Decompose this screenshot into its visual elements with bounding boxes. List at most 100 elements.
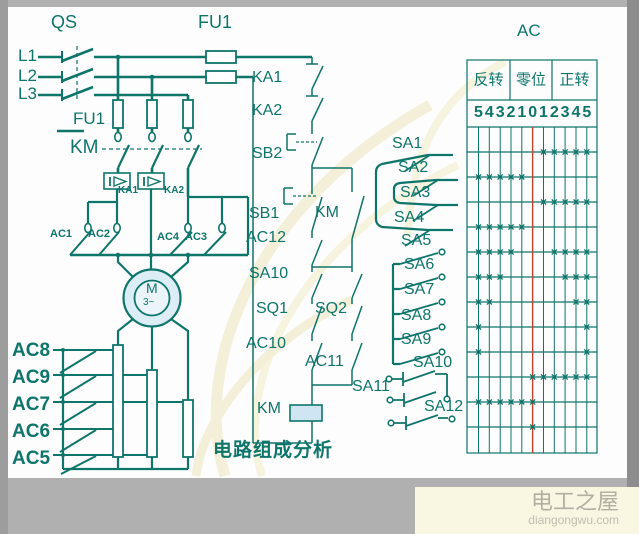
label-sa10-ctl: SA10 [249, 265, 289, 282]
label-km-power: KM [70, 137, 99, 158]
label-motor-3ph: 3~ [143, 297, 155, 308]
label-sa8: SA8 [401, 307, 432, 324]
closure-mark-SA11: × [507, 395, 515, 409]
closure-mark-SA2: × [485, 170, 493, 184]
label-ac9: AC9 [12, 367, 51, 388]
closure-mark-SA5: × [507, 245, 515, 259]
label-ac5: AC5 [12, 448, 51, 469]
label-ka2-ctl: KA2 [252, 102, 283, 119]
closure-mark-SA6: × [583, 270, 591, 284]
label-l1: L1 [18, 46, 37, 65]
label-ac12: AC12 [246, 229, 287, 246]
closure-mark-SA1: × [550, 145, 558, 159]
closure-mark-SA4: × [474, 220, 483, 234]
table-header-cell: 零位 [515, 71, 547, 89]
label-ac11: AC11 [305, 353, 344, 370]
label-sa4: SA4 [394, 209, 425, 226]
closure-mark-SA10: × [561, 370, 569, 384]
watermark: 电工之屋 diangongwu.com [415, 487, 639, 534]
label-motor-m: M [146, 280, 158, 296]
closure-mark-SA10: × [539, 370, 547, 384]
position-digit: 4 [571, 104, 581, 121]
position-digit: 2 [506, 104, 516, 121]
label-ac3: AC3 [185, 231, 208, 243]
label-fu1-left: FU1 [73, 109, 106, 128]
closure-mark-SA6: × [485, 270, 493, 284]
frame-right [627, 0, 639, 534]
position-digit: 1 [517, 104, 527, 121]
pushbutton-links [293, 141, 317, 197]
closure-mark-SA4: × [518, 220, 526, 234]
closure-mark-SA10: × [583, 370, 591, 384]
closure-mark-SA11: × [474, 395, 483, 409]
fuse-v2 [146, 99, 158, 129]
control-circuit [252, 57, 365, 444]
rotor-resistors [112, 344, 194, 458]
table-header-cell: 正转 [559, 71, 590, 89]
closure-mark-SA3: × [550, 195, 558, 209]
table-header-cell: 反转 [473, 71, 504, 89]
closure-mark-SA9: × [474, 345, 483, 359]
closure-mark-SA11: × [485, 395, 493, 409]
label-sq2: SQ2 [315, 300, 348, 317]
closure-mark-SA3: × [539, 195, 547, 209]
sa-contact-legend [374, 153, 458, 430]
label-ac4: AC4 [157, 231, 180, 243]
position-digit: 5 [474, 104, 483, 121]
closure-mark-SA9: × [583, 345, 591, 359]
closure-mark-SA2: × [474, 170, 483, 184]
position-digit: 3 [495, 104, 505, 121]
position-digit: 5 [582, 104, 592, 121]
closure-mark-SA5: × [496, 245, 504, 259]
closure-mark-SA3: × [572, 195, 580, 209]
closure-mark-SA3: × [583, 195, 591, 209]
label-km-aux: KM [315, 204, 339, 221]
label-sa10-list: SA10 [413, 354, 453, 371]
fuse-top-1 [205, 50, 237, 64]
label-sq1: SQ1 [256, 300, 289, 317]
closure-mark-SA4: × [507, 220, 515, 234]
closure-mark-SA2: × [518, 170, 526, 184]
background-swirl [191, 58, 507, 478]
label-qs: QS [51, 12, 78, 32]
closure-mark-SA7: × [485, 295, 493, 309]
label-ac7: AC7 [12, 394, 51, 415]
closure-mark-SA1: × [583, 145, 591, 159]
overcurrent-relays [103, 172, 165, 190]
position-digit: 4 [484, 104, 494, 121]
label-sa5: SA5 [401, 232, 432, 249]
motor [122, 268, 182, 328]
closure-mark-SA1: × [572, 145, 580, 159]
fuse-top-2 [205, 70, 237, 84]
label-ac1: AC1 [50, 228, 73, 240]
label-sa3: SA3 [400, 184, 431, 201]
closure-mark-SA10: × [572, 370, 580, 384]
fuse-v1 [112, 99, 124, 129]
closure-mark-SA10: × [550, 370, 558, 384]
watermark-site: diangongwu.com [528, 513, 619, 528]
contact-terminals [84, 131, 227, 234]
closure-mark-SA2: × [507, 170, 515, 184]
label-sb1: SB1 [249, 205, 280, 222]
closure-mark-SA7: × [583, 295, 591, 309]
junction-dots [61, 54, 191, 457]
label-fu1-top: FU1 [198, 12, 233, 32]
sa-open-terminals [385, 248, 456, 427]
closure-mark-SA11: × [529, 395, 537, 409]
closure-mark-SA3: × [561, 195, 569, 209]
closure-mark-SA10: × [529, 370, 537, 384]
closure-mark-SA7: × [474, 295, 483, 309]
closure-mark-SA4: × [485, 220, 493, 234]
closure-mark-SA6: × [572, 270, 580, 284]
closure-mark-SA11: × [496, 395, 504, 409]
mechanical-links [76, 46, 202, 150]
frame-left [0, 0, 8, 534]
position-digit: 3 [560, 104, 570, 121]
km-coil [289, 404, 323, 422]
closure-mark-SA4: × [496, 220, 504, 234]
closure-mark-SA7: × [572, 295, 580, 309]
fuse-v3 [182, 99, 194, 129]
label-sa12: SA12 [424, 398, 464, 415]
